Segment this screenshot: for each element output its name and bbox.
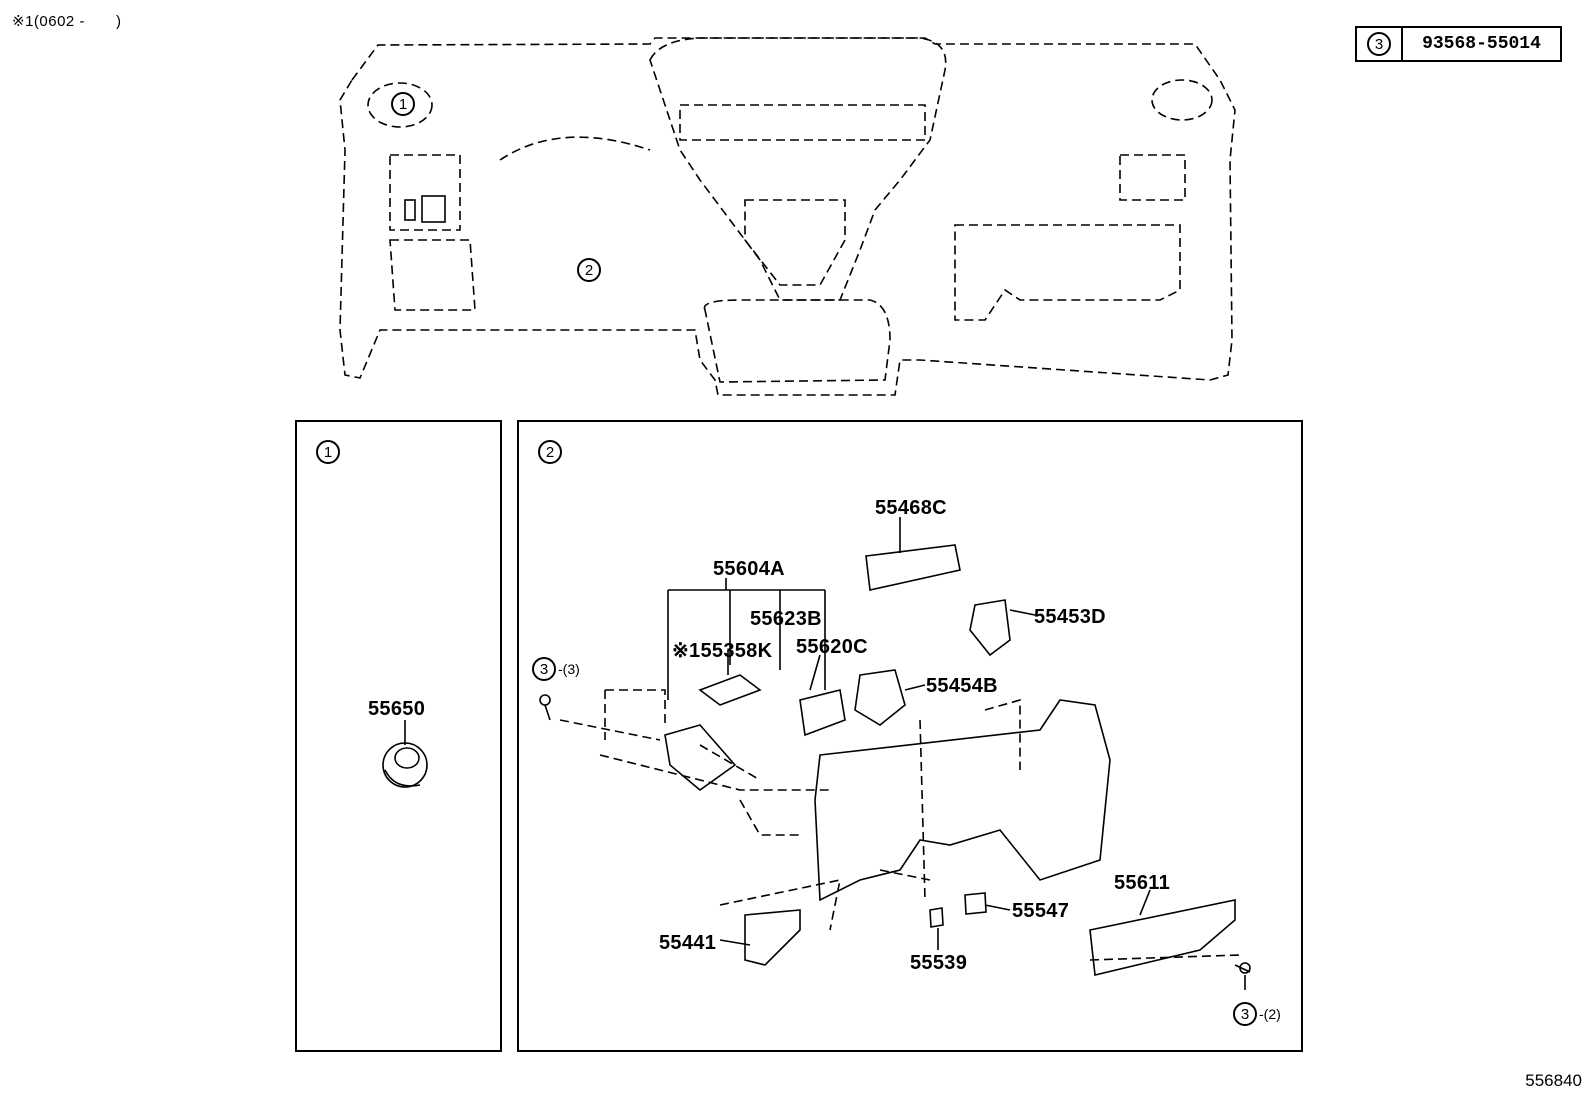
overview-callout-2[interactable]: 2	[577, 258, 601, 282]
illustration-number: 556840	[1525, 1071, 1582, 1090]
part-label-55623B[interactable]: 55623B	[750, 608, 822, 630]
part-label-55539[interactable]: 55539	[910, 952, 968, 974]
legend-part-number: 93568-55014	[1422, 34, 1541, 54]
overview-callout-1[interactable]: 1	[391, 92, 415, 116]
part-label-55453D[interactable]: 55453D	[1034, 606, 1106, 628]
trim-55468C-drawing	[865, 544, 961, 591]
part-label-55454B[interactable]: 55454B	[926, 675, 998, 697]
panel2-ref-callout: 2	[538, 440, 562, 464]
legend-ref-cell: 3	[1357, 28, 1403, 60]
detail-panel-2	[517, 420, 1303, 1052]
fastener-callout-right[interactable]: 3	[1233, 1002, 1257, 1026]
fastener-qty-right: -(2)	[1259, 1006, 1281, 1022]
fastener-callout-left[interactable]: 3	[532, 657, 556, 681]
panel1-ref-callout: 1	[316, 440, 340, 464]
part-55453D-drawing	[969, 599, 1011, 657]
pad-55358K-drawing	[698, 674, 762, 706]
center-brace-drawing	[814, 699, 1111, 902]
part-55454B-drawing	[854, 669, 906, 726]
fastener-legend: 3 93568-55014	[1355, 26, 1562, 62]
part-label-55358K[interactable]: ※155358K	[672, 640, 773, 662]
part-55620C-drawing	[799, 689, 846, 737]
pocket-55441-drawing	[744, 909, 801, 966]
duct-drawing	[664, 724, 737, 792]
fastener-qty-left: -(3)	[558, 661, 580, 677]
part-label-55604A[interactable]: 55604A	[713, 558, 785, 580]
part-label-55650[interactable]: 55650	[368, 698, 426, 720]
detail-panel-1	[295, 420, 502, 1052]
part-label-55620C[interactable]: 55620C	[796, 636, 868, 658]
glovebox-55611-drawing	[1089, 899, 1236, 976]
part-label-55468C[interactable]: 55468C	[875, 497, 947, 519]
applicability-note: ※1(0602 - )	[12, 13, 122, 30]
legend-ref-callout: 3	[1367, 32, 1391, 56]
dash-outline	[339, 37, 1236, 396]
center-cluster	[649, 37, 947, 301]
part-label-55611[interactable]: 55611	[1114, 872, 1171, 894]
part-label-55547[interactable]: 55547	[1012, 900, 1070, 922]
part-label-55441[interactable]: 55441	[659, 932, 717, 954]
